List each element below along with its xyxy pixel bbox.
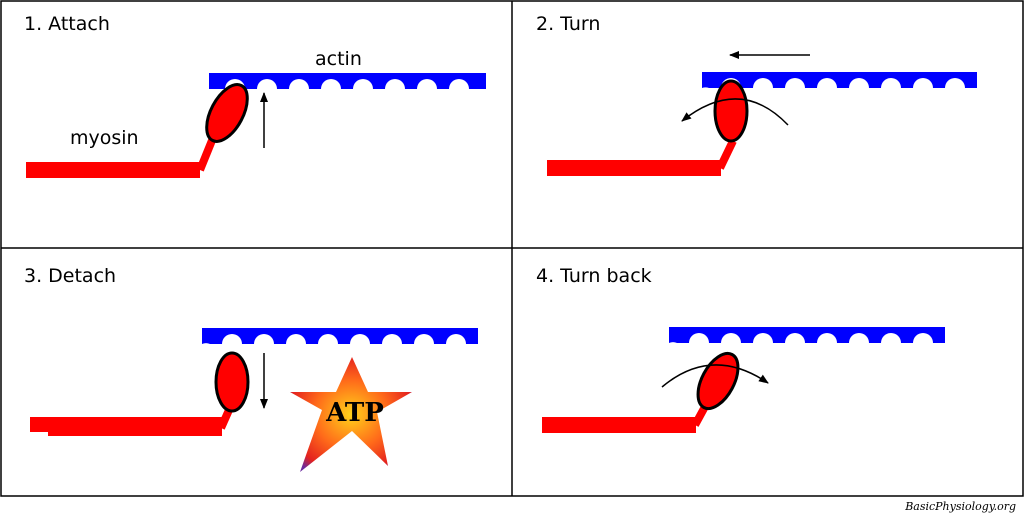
source-credit: BasicPhysiology.org [904, 500, 1016, 513]
myosin-label: myosin [70, 127, 139, 149]
panel-title-detach: 3. Detach [24, 265, 116, 287]
panel-title-attach: 1. Attach [24, 13, 110, 35]
atp-label: ATP [325, 398, 384, 428]
panel-title-turn-back: 4. Turn back [536, 265, 652, 287]
actin-filament [209, 73, 486, 89]
atp-star: ATP [290, 357, 412, 472]
myosin-filament [26, 162, 200, 178]
myosin-filament [547, 160, 721, 176]
myosin-neck [217, 408, 233, 430]
myosin-head [696, 351, 740, 411]
panel-title-turn: 2. Turn [536, 13, 600, 35]
actin-filament [669, 327, 945, 343]
panel-attach: 1. Attach actin myosin [24, 13, 486, 178]
myosin-filament [542, 417, 696, 433]
myosin-head [214, 351, 250, 413]
star-icon [290, 357, 412, 472]
actin-filament [702, 72, 977, 88]
actin-label: actin [315, 48, 362, 70]
rotation-arrow [681, 98, 789, 126]
actin-filament [202, 328, 478, 344]
rotation-back-arrow [661, 364, 769, 388]
myosin-head [205, 83, 249, 143]
myosin-filament-lower [48, 425, 222, 436]
panel-detach: 3. Detach ATP [24, 265, 478, 472]
panel-turn: 2. Turn [536, 13, 977, 176]
myosin-neck [716, 139, 737, 170]
myosin-head [713, 79, 749, 143]
panel-turn-back: 4. Turn back [536, 265, 945, 433]
